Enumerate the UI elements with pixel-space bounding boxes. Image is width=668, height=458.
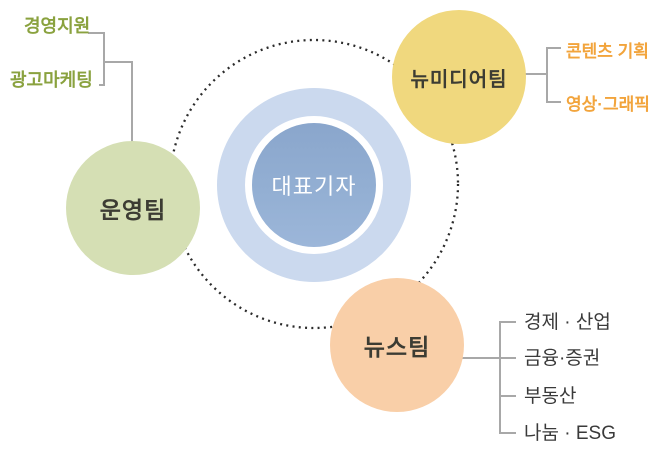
team-circle-operations: 운영팀 [66,141,200,275]
branch-label-economy-industry: 경제 · 산업 [524,312,611,333]
team-label-operations: 운영팀 [99,197,167,223]
dotted-ring [168,38,460,330]
newmedia-connector [524,47,561,103]
team-label-newmedia: 뉴미디어팀 [410,68,508,91]
branch-label-content-planning: 콘텐츠 기획 [566,42,649,61]
branch-label-real-estate: 부동산 [524,386,577,407]
center-label: 대표기자 [271,174,357,199]
branch-label-finance-securities: 금융·증권 [524,348,601,369]
branch-label-ad-marketing: 광고마케팅 [10,70,93,90]
center-circle: 대표기자 [245,116,383,254]
team-circle-news: 뉴스팀 [330,278,464,412]
branch-label-management-support: 경영지원 [24,16,91,36]
branch-label-sharing-esg: 나눔 · ESG [524,423,616,444]
operations-connector [88,32,133,143]
news-connector [460,321,516,434]
team-label-news: 뉴스팀 [363,334,431,360]
team-circle-newmedia: 뉴미디어팀 [392,10,526,144]
branch-label-video-graphics: 영상·그래픽 [566,95,650,114]
